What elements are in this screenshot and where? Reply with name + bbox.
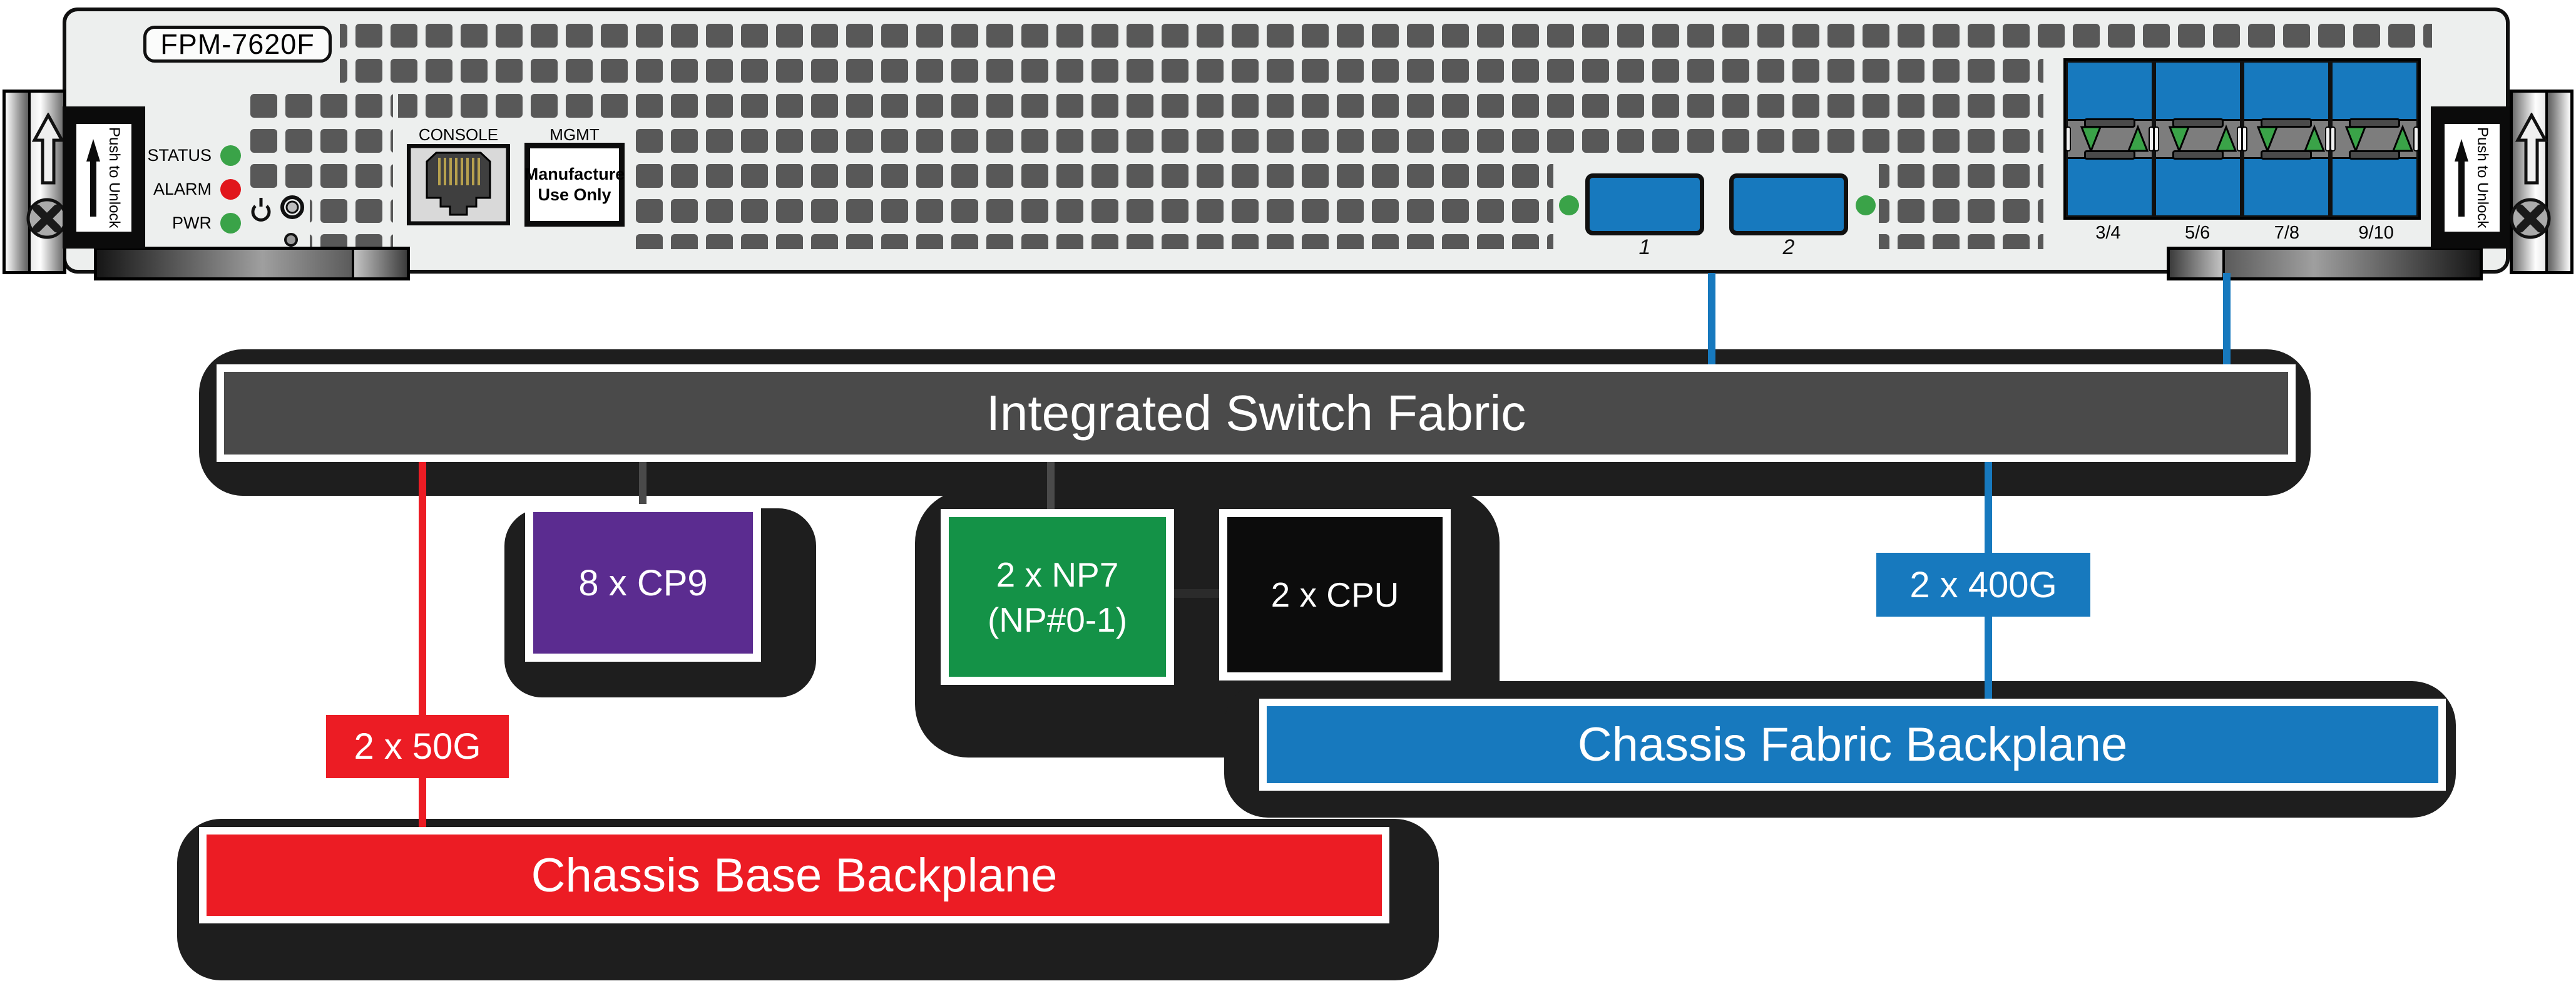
bottom-rail-right bbox=[2167, 247, 2483, 280]
link-400g-tag: 2 x 400G bbox=[1876, 553, 2090, 617]
np7-box: 2 x NP7 (NP#0-1) bbox=[941, 509, 1174, 685]
triangle-down-icon bbox=[2256, 126, 2279, 154]
fabric-to-cp9-link bbox=[639, 461, 647, 506]
qsfp-label-5-6: 5/6 bbox=[2184, 223, 2211, 243]
qsfp-cage-top bbox=[2068, 63, 2152, 119]
alarm-led bbox=[220, 178, 241, 200]
fabric-to-np7-link bbox=[1047, 461, 1055, 511]
chassis-base-backplane-box: Chassis Base Backplane bbox=[199, 827, 1389, 923]
qsfp-label-7-8: 7/8 bbox=[2274, 223, 2300, 243]
status-led bbox=[220, 145, 241, 166]
left-ejector-latch: Push to Unlock bbox=[63, 106, 145, 249]
qsfp-cage-bottom bbox=[2068, 159, 2152, 215]
mgmt-port: Manufacture Use Only bbox=[524, 143, 625, 227]
integrated-switch-fabric-box: Integrated Switch Fabric bbox=[217, 364, 2296, 462]
cp9-text: 8 x CP9 bbox=[578, 562, 708, 603]
reset-button bbox=[284, 233, 298, 247]
link-50g-tag: 2 x 50G bbox=[326, 715, 509, 778]
np7-to-cpu-link bbox=[1173, 589, 1220, 598]
qsfp-label-3-4: 3/4 bbox=[2095, 223, 2121, 243]
qsfp-label-9-10: 9/10 bbox=[2358, 223, 2394, 243]
left-ejector-handle bbox=[3, 90, 66, 274]
screw-icon bbox=[2510, 198, 2551, 239]
status-led-label: STATUS bbox=[147, 145, 212, 165]
screw-icon bbox=[26, 198, 68, 239]
right-ejector-handle bbox=[2510, 90, 2573, 274]
arrow-up-outline-icon bbox=[32, 113, 64, 185]
port1-led bbox=[1559, 195, 1579, 215]
led-row-status: STATUS bbox=[113, 143, 241, 168]
port1-label: 1 bbox=[1638, 235, 1651, 259]
pwr-led-label: PWR bbox=[172, 213, 212, 232]
arrow-up-icon bbox=[2455, 138, 2468, 217]
pwr-led bbox=[220, 212, 241, 234]
mgmt-label: MGMT bbox=[549, 125, 600, 144]
np7-text-line2: (NP#0-1) bbox=[987, 600, 1128, 639]
port-1 bbox=[1585, 173, 1704, 235]
port2-led bbox=[1856, 195, 1876, 215]
cpu-box: 2 x CPU bbox=[1219, 509, 1451, 681]
mgmt-text-line2: Use Only bbox=[538, 185, 611, 204]
triangle-up-icon bbox=[2391, 124, 2414, 152]
console-port bbox=[407, 144, 510, 225]
chassis-fabric-backplane-box: Chassis Fabric Backplane bbox=[1259, 699, 2446, 791]
right-ejector-latch: Push to Unlock bbox=[2431, 106, 2513, 249]
bottom-rail-left bbox=[94, 247, 410, 280]
alarm-led-label: ALARM bbox=[153, 179, 212, 198]
arrow-up-icon bbox=[86, 138, 100, 217]
integrated-switch-fabric-text: Integrated Switch Fabric bbox=[986, 385, 1526, 441]
qsfp-labels: 3/4 5/6 7/8 9/10 bbox=[2063, 223, 2421, 244]
led-row-alarm: ALARM bbox=[113, 177, 241, 202]
triangle-down-icon bbox=[2168, 126, 2190, 154]
triangle-up-icon bbox=[2303, 124, 2326, 152]
qsfp-port-5-6 bbox=[2154, 63, 2242, 215]
power-button bbox=[280, 195, 304, 219]
console-label: CONSOLE bbox=[418, 125, 499, 144]
push-to-unlock-text: Push to Unlock bbox=[106, 126, 123, 229]
arrow-up-outline-icon bbox=[2515, 113, 2548, 185]
port2-label: 2 bbox=[1782, 235, 1795, 259]
model-label-text: FPM-7620F bbox=[160, 28, 315, 60]
mgmt-text-line1: Manufacture bbox=[524, 165, 625, 183]
triangle-down-icon bbox=[2080, 126, 2102, 154]
cpu-text: 2 x CPU bbox=[1270, 575, 1399, 614]
qsfp-port-3-4 bbox=[2065, 63, 2154, 215]
port12-to-fabric-link bbox=[1708, 273, 1715, 367]
qsfp-port-9-10 bbox=[2330, 63, 2419, 215]
push-to-unlock-label-right: Push to Unlock bbox=[2445, 123, 2500, 232]
led-panel: STATUS ALARM PWR bbox=[113, 143, 241, 235]
led-row-pwr: PWR bbox=[113, 210, 241, 235]
chassis-fabric-backplane-text: Chassis Fabric Backplane bbox=[1577, 718, 2128, 771]
push-to-unlock-text-right: Push to Unlock bbox=[2474, 126, 2491, 229]
link-50g-text: 2 x 50G bbox=[354, 726, 481, 767]
model-label: FPM-7620F bbox=[143, 26, 332, 63]
qsfp-port-7-8 bbox=[2242, 63, 2331, 215]
qsfp-latch-strip bbox=[2065, 118, 2154, 160]
cp9-box: 8 x CP9 bbox=[525, 504, 761, 662]
triangle-down-icon bbox=[2344, 126, 2367, 154]
port-2 bbox=[1729, 173, 1848, 235]
qsfp-to-fabric-link bbox=[2223, 273, 2231, 367]
np7-text-line1: 2 x NP7 bbox=[996, 555, 1119, 594]
push-to-unlock-label: Push to Unlock bbox=[76, 123, 131, 232]
chassis-base-backplane-text: Chassis Base Backplane bbox=[531, 848, 1058, 902]
qsfp-cage-block bbox=[2063, 58, 2421, 220]
power-icon bbox=[251, 205, 271, 222]
power-control bbox=[251, 195, 304, 247]
triangle-up-icon bbox=[2215, 124, 2237, 152]
link-400g-text: 2 x 400G bbox=[1909, 564, 2057, 605]
triangle-up-icon bbox=[2127, 124, 2149, 152]
